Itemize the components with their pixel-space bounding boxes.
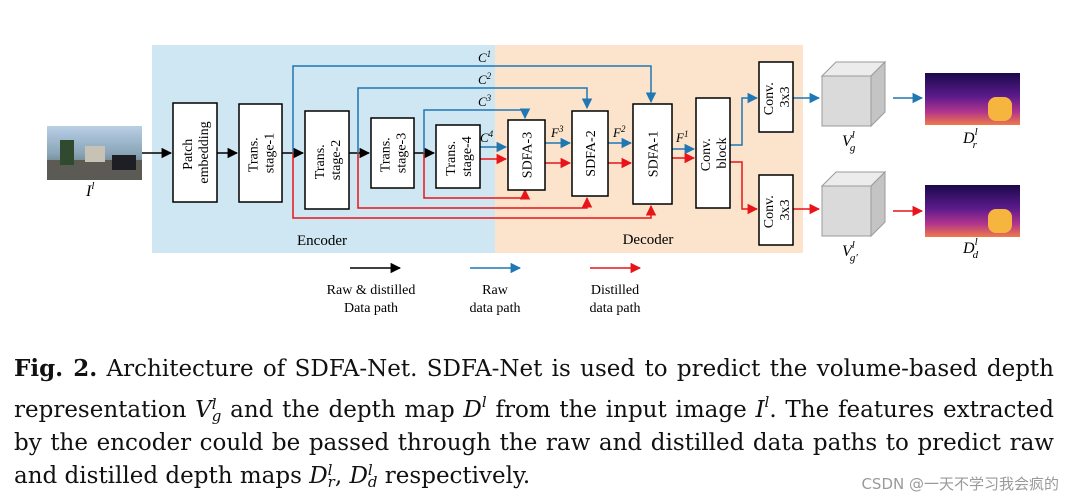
- block-label-sdfa1: SDFA-1: [647, 131, 662, 177]
- skip-label-c3: C3: [478, 93, 492, 109]
- distilled-data-path: [292, 152, 924, 219]
- volume-cube-raw: [820, 60, 887, 128]
- caption-text-4: . The features extracted by the encoder …: [14, 397, 1054, 489]
- caption-text-2: and the depth map: [221, 397, 464, 423]
- caption-comma: ,: [334, 463, 350, 489]
- input-image-label: Il: [85, 180, 94, 200]
- block-sdfa3: SDFA-3: [507, 119, 546, 191]
- skip-label-c2: C2: [478, 71, 492, 87]
- figure-caption: Fig. 2. Architecture of SDFA-Net. SDFA-N…: [14, 352, 1054, 493]
- legend-distilled-line1: Distilled: [591, 283, 639, 298]
- encoder-label: Encoder: [297, 233, 347, 249]
- legend-raw-line2: data path: [470, 301, 521, 316]
- legend-shared-line1: Raw & distilled: [327, 283, 416, 298]
- block-label-ts1: Trans. stage-1: [247, 133, 278, 173]
- block-ts3: Trans. stage-3: [370, 117, 415, 189]
- feature-label-f2: F2: [612, 124, 626, 140]
- depth-map-distilled: [925, 185, 1020, 237]
- legend-raw-line1: Raw: [482, 283, 509, 298]
- block-ts1: Trans. stage-1: [238, 103, 283, 203]
- legend: Raw & distilled Data path Raw data path …: [327, 262, 642, 316]
- block-label-conv_top: Conv. 3x3: [762, 79, 793, 115]
- block-label-sdfa3: SDFA-3: [521, 132, 536, 178]
- block-label-ts4: Trans. stage-4: [444, 136, 475, 176]
- block-sdfa2: SDFA-2: [571, 110, 609, 197]
- block-label-convblock: Conv. block: [699, 135, 730, 171]
- feature-label-f3: F3: [550, 124, 564, 140]
- block-conv_bot: Conv. 3x3: [758, 174, 794, 246]
- caption-math-d: Dl: [463, 393, 487, 423]
- caption-math-i: Il: [755, 393, 770, 423]
- raw-data-path: [292, 65, 924, 155]
- figure-number: Fig. 2.: [14, 355, 98, 382]
- block-ts2: Trans. stage-2: [304, 110, 350, 210]
- block-patch: Patch embedding: [172, 102, 218, 203]
- legend-shared-line2: Data path: [344, 301, 398, 316]
- skip-label-c4: C4: [480, 129, 494, 145]
- feature-label-f1: F1: [675, 129, 688, 145]
- block-label-ts3: Trans. stage-3: [379, 133, 410, 173]
- block-label-patch: Patch embedding: [181, 121, 212, 183]
- block-label-sdfa2: SDFA-2: [584, 130, 599, 176]
- block-convblock: Conv. block: [695, 97, 731, 209]
- block-ts4: Trans. stage-4: [435, 124, 481, 189]
- caption-text-3: from the input image: [486, 397, 756, 423]
- decoder-label: Decoder: [623, 232, 674, 248]
- block-label-conv_bot: Conv. 3x3: [762, 192, 793, 228]
- volume-cube-distilled: [820, 170, 887, 238]
- legend-distilled-line2: data path: [590, 301, 641, 316]
- block-label-ts2: Trans. stage-2: [313, 140, 344, 180]
- watermark: CSDN @一天不学习我会疯的: [861, 475, 1059, 493]
- architecture-diagram: Encoder Decoder Il: [47, 45, 1020, 316]
- block-conv_top: Conv. 3x3: [758, 61, 794, 133]
- caption-text-1: Architecture of SDFA-Net. SDFA-Net is us…: [14, 356, 1054, 423]
- caption-text-5: respectively.: [377, 463, 531, 489]
- input-image: [47, 126, 142, 180]
- block-sdfa1: SDFA-1: [632, 103, 673, 205]
- skip-label-c1: C1: [478, 49, 491, 65]
- depth-map-raw: [925, 73, 1020, 125]
